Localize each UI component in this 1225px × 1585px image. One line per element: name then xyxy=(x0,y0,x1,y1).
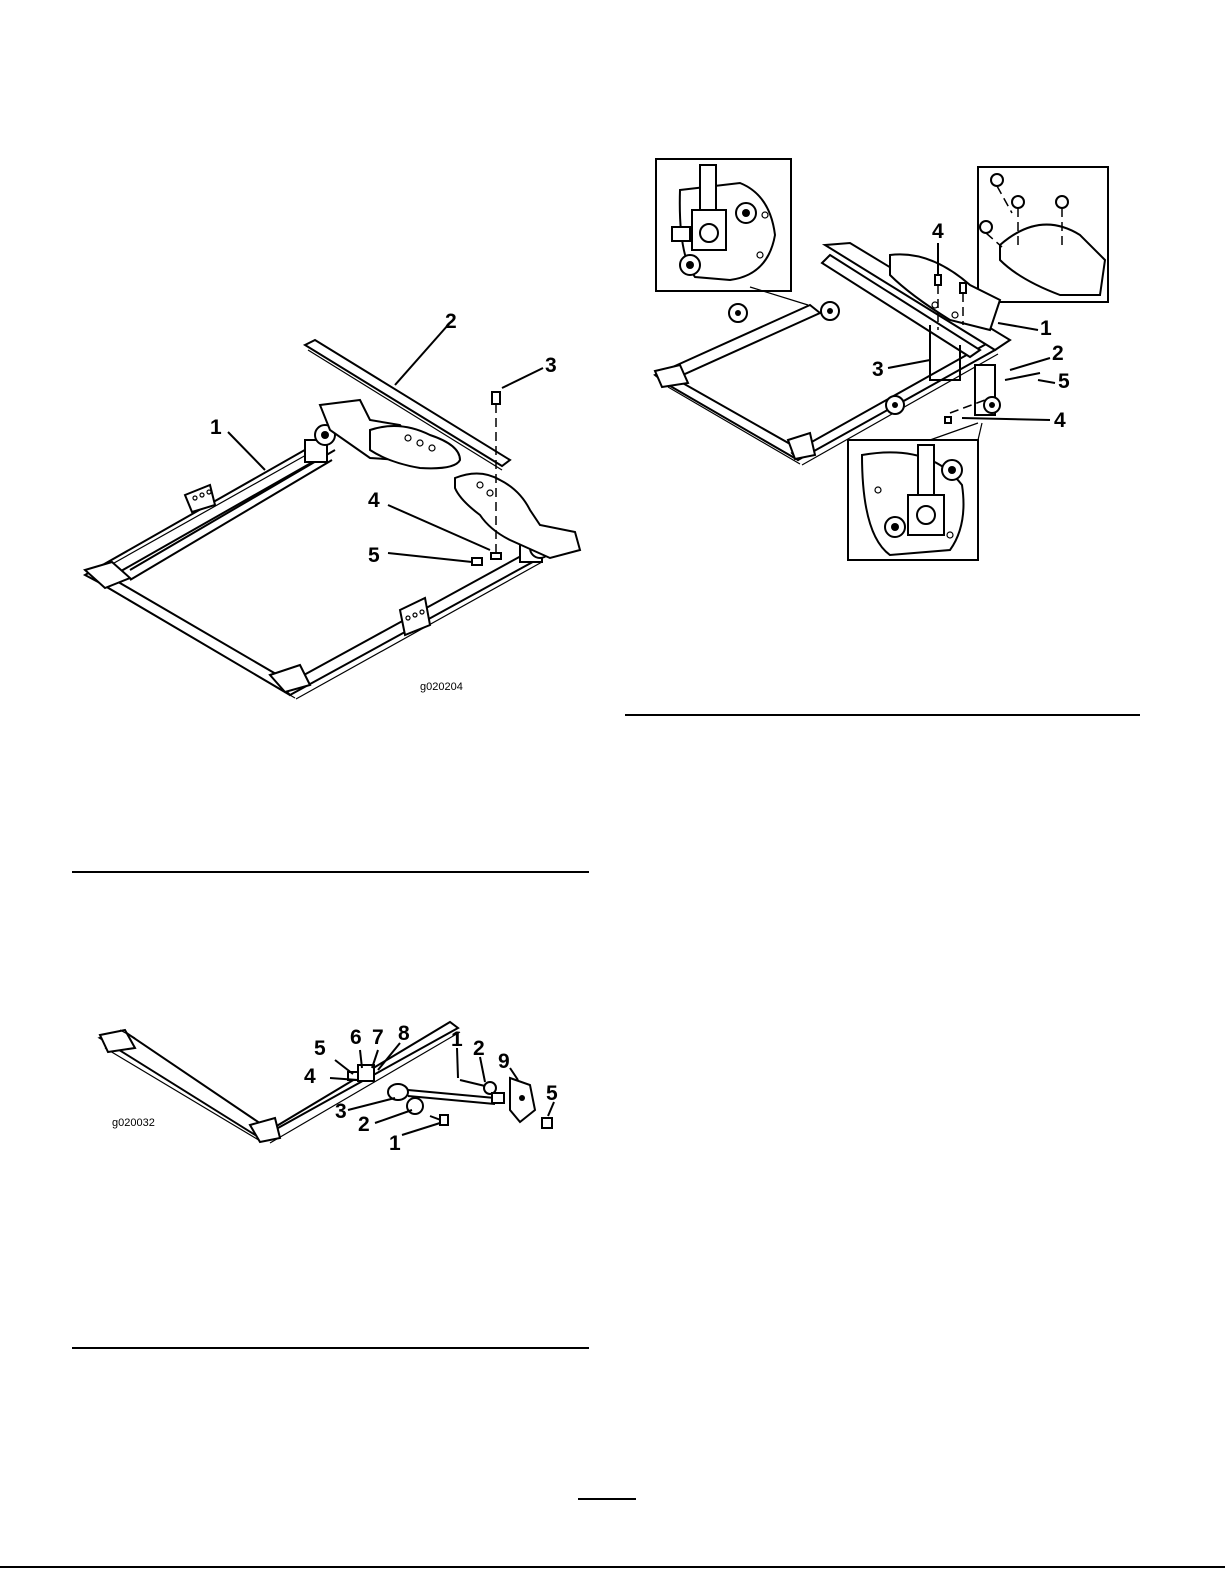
callout-2-upper: 2 xyxy=(473,1037,485,1060)
callout-6: 6 xyxy=(350,1026,362,1049)
figure-g020204-drawing: 1 2 3 4 5 g020204 xyxy=(70,300,610,710)
callout-5-right: 5 xyxy=(546,1082,558,1105)
callout-3: 3 xyxy=(545,354,557,377)
callout-9: 9 xyxy=(498,1050,510,1073)
figure-g020032-drawing: 1 1 2 2 3 4 5 5 6 7 8 9 g020032 xyxy=(90,1010,590,1150)
figure-right-drawing: 1 2 3 4 4 5 xyxy=(650,155,1120,565)
page-number-rule xyxy=(578,1498,636,1500)
callout-5: 5 xyxy=(368,544,380,567)
callout-2: 2 xyxy=(445,310,457,333)
figure-g020032: 1 1 2 2 3 4 5 5 6 7 8 9 g020032 xyxy=(90,1010,590,1150)
page-bottom-rule xyxy=(0,1566,1225,1568)
callout-3: 3 xyxy=(335,1100,347,1123)
callout-2-lower: 2 xyxy=(358,1113,370,1136)
callout-4: 4 xyxy=(304,1065,316,1088)
callout-4: 4 xyxy=(368,489,380,512)
callout-2: 2 xyxy=(1052,342,1064,365)
callout-4-lower: 4 xyxy=(1054,409,1066,432)
callout-5-left: 5 xyxy=(314,1037,326,1060)
callout-8: 8 xyxy=(398,1022,410,1045)
callout-7: 7 xyxy=(372,1026,384,1049)
callout-1: 1 xyxy=(210,416,222,439)
section-rule xyxy=(72,871,589,873)
callout-1: 1 xyxy=(1040,317,1052,340)
figure-right: 1 2 3 4 4 5 xyxy=(650,155,1120,565)
callout-3: 3 xyxy=(872,358,884,381)
figure-g020204: 1 2 3 4 5 g020204 xyxy=(70,300,610,710)
section-rule xyxy=(72,1347,589,1349)
callout-1-lower: 1 xyxy=(389,1132,401,1150)
figure-code: g020204 xyxy=(420,681,463,693)
figure-code: g020032 xyxy=(112,1117,155,1129)
callout-4-upper: 4 xyxy=(932,220,944,243)
callout-1-upper: 1 xyxy=(451,1028,463,1051)
section-rule xyxy=(625,714,1140,716)
callout-5: 5 xyxy=(1058,370,1070,393)
